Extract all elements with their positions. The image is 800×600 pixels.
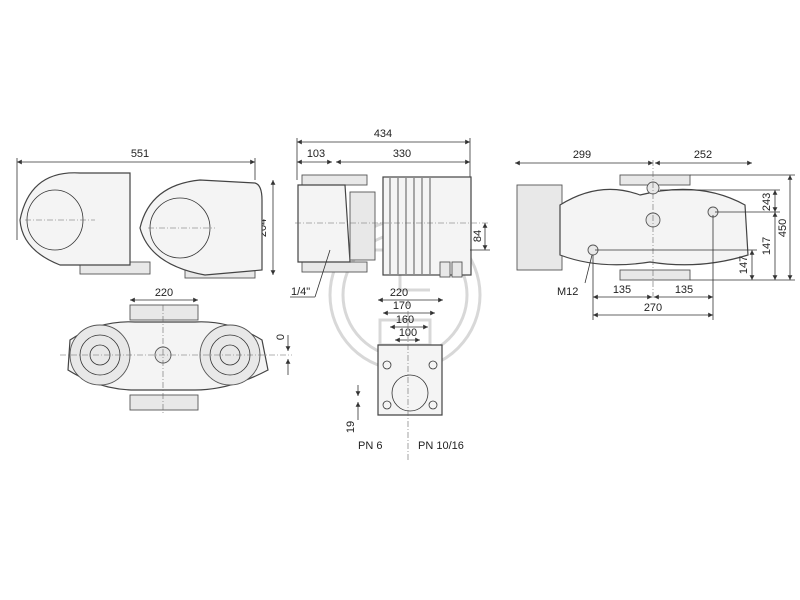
dim-h3: 147 bbox=[761, 237, 773, 255]
dim-width: 551 bbox=[131, 148, 149, 160]
dim-left: 299 bbox=[573, 149, 591, 161]
dim-half-left: 135 bbox=[613, 284, 631, 296]
dim-right: 252 bbox=[694, 149, 712, 161]
bolt-label: M12 bbox=[557, 286, 578, 298]
dim-d1: 220 bbox=[390, 287, 408, 299]
dim-pump-length: 103 bbox=[307, 148, 325, 160]
dim-total-length: 434 bbox=[374, 128, 392, 140]
dim-d2: 170 bbox=[393, 300, 411, 312]
pn10-16-label: PN 10/16 bbox=[418, 440, 464, 452]
dim-thickness: 19 bbox=[345, 421, 357, 433]
dim-h4: 147 bbox=[738, 256, 750, 274]
dim-flange-spacing: 220 bbox=[155, 287, 173, 299]
dim-axis-height: 84 bbox=[472, 230, 484, 242]
dim-offset: 0 bbox=[275, 334, 287, 340]
dim-h2: 450 bbox=[777, 219, 789, 237]
dim-half-right: 135 bbox=[675, 284, 693, 296]
side-view: 434 103 330 84 1/4" bbox=[290, 128, 490, 298]
dim-h1: 243 bbox=[761, 193, 773, 211]
rear-view: 299 252 243 450 147 147 M12 135 135 270 bbox=[515, 149, 795, 320]
pn6-label: PN 6 bbox=[358, 440, 382, 452]
dim-d3: 160 bbox=[396, 314, 414, 326]
front-view: 551 204 bbox=[16, 148, 276, 279]
port-label: 1/4" bbox=[291, 286, 310, 298]
top-view: 220 0 bbox=[60, 287, 292, 415]
dim-motor-length: 330 bbox=[393, 148, 411, 160]
flange-view: 220 170 160 100 19 PN 6 PN 10/16 bbox=[345, 287, 464, 462]
dim-span: 270 bbox=[644, 302, 662, 314]
